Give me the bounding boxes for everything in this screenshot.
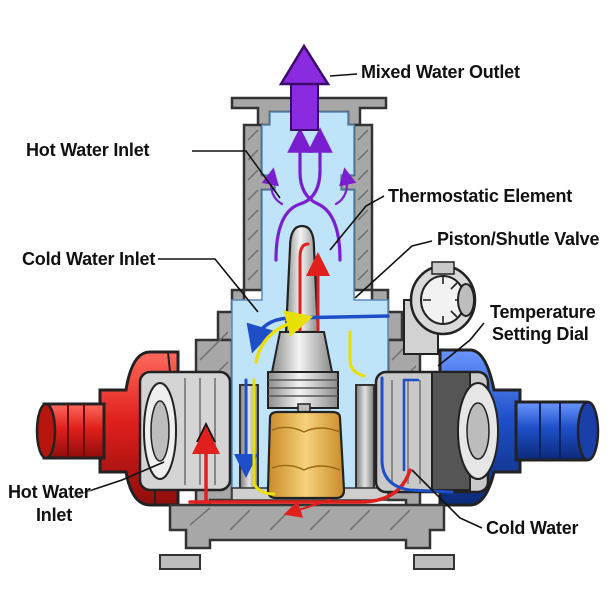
- label-hot-water-inlet-bottom-line1: Hot Water: [8, 482, 91, 502]
- hot-side-cartridge: [138, 370, 232, 492]
- thermostatic-element: [267, 224, 339, 419]
- label-mixed-water-outlet: Mixed Water Outlet: [361, 62, 520, 82]
- leader-mixed-outlet: [329, 73, 358, 77]
- callout-lines: [73, 73, 485, 529]
- leader-piston-valve: [354, 240, 433, 299]
- label-temperature-line2: Setting Dial: [492, 324, 589, 344]
- label-thermostatic-element: Thermostatic Element: [388, 186, 573, 206]
- leader-temperature-dial: [437, 322, 485, 367]
- leader-cold-water: [411, 469, 483, 529]
- leader-hot-inlet-top: [192, 150, 281, 199]
- label-hot-water-inlet-bottom-line2: Inlet: [36, 505, 73, 525]
- label-temperature-line1: Temperature: [490, 302, 596, 322]
- purple-up-arrow-icon: [278, 43, 331, 131]
- cold-side-cartridge: [374, 370, 499, 494]
- leader-hot-water-inlet-bottom: [73, 461, 165, 497]
- label-cold-water-inlet: Cold Water Inlet: [22, 249, 156, 269]
- leader-thermostatic-element: [329, 195, 385, 251]
- wax-capsule: [266, 410, 346, 500]
- mixed-water-flow: [252, 127, 366, 496]
- cold-water-flow: [234, 314, 454, 494]
- label-hot-water-inlet-top: Hot Water Inlet: [26, 140, 150, 160]
- label-cold-water: Cold Water: [486, 518, 579, 538]
- label-piston-shuttle-valve: Piston/Shutle Valve: [437, 229, 600, 249]
- temperature-dial: [403, 261, 477, 355]
- leader-cold-water-inlet: [158, 258, 259, 313]
